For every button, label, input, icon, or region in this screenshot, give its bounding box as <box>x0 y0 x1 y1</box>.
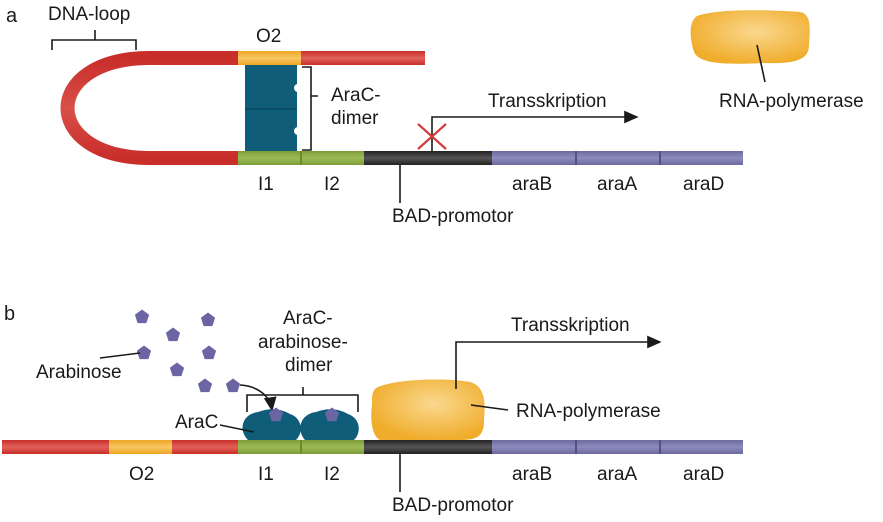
arabinose-pointer <box>99 352 141 359</box>
i2-label-b: I2 <box>324 464 340 485</box>
i2-segment <box>301 151 364 165</box>
arabinose-icon <box>200 312 216 327</box>
rna-polymerase-pointer-b <box>470 404 509 411</box>
rna-polymerase-pointer <box>756 44 766 83</box>
complex-label-1: AraC- <box>283 308 333 329</box>
bad-promotor-label: BAD-promotor <box>392 206 514 227</box>
arad-gene <box>660 151 743 165</box>
i1-segment <box>238 151 301 165</box>
i2-segment-b <box>301 440 364 454</box>
araa-gene-b <box>576 440 660 454</box>
arabinose-molecules <box>134 309 241 393</box>
i1-label: I1 <box>258 174 274 195</box>
bad-promotor-label-b: BAD-promotor <box>392 495 514 516</box>
complex-bracket <box>246 387 359 412</box>
dna-loop-bracket <box>51 30 137 50</box>
transcription-arrow <box>431 110 639 151</box>
arad-label-b: araD <box>683 464 724 485</box>
rna-polymerase-label: RNA-polymerase <box>719 91 864 112</box>
arab-label-b: araB <box>512 464 552 485</box>
bound-arabinose-icon <box>268 407 284 422</box>
complex-label-2: arabinose- <box>258 332 348 353</box>
o2-operator-segment <box>238 51 301 65</box>
arac-protein-2 <box>300 409 359 440</box>
arab-label: araB <box>512 174 552 195</box>
arabinose-icon <box>169 362 185 377</box>
arac-pointer <box>219 424 255 433</box>
arac-label: AraC <box>175 412 218 433</box>
rna-polymerase-label-b: RNA-polymerase <box>516 401 661 422</box>
dna-segment-mid <box>172 440 238 454</box>
o2-operator-segment-b <box>109 440 172 454</box>
dna-segment-left <box>2 440 109 454</box>
panel-b-label: b <box>4 303 15 325</box>
arabinose-icon <box>201 345 217 360</box>
arac-dimer-label-1: AraC- <box>331 85 381 106</box>
bad-promotor-segment-b <box>364 440 492 454</box>
arabinose-icon <box>165 327 181 342</box>
araa-gene <box>576 151 660 165</box>
i1-segment-b <box>238 440 301 454</box>
araa-label: araA <box>597 174 637 195</box>
o2-label: O2 <box>256 26 281 47</box>
araa-label-b: araA <box>597 464 637 485</box>
arabinose-icon <box>197 378 213 393</box>
block-x-icon <box>417 123 447 150</box>
dna-loop <box>60 51 238 165</box>
arabinose-icon <box>136 345 152 360</box>
arabinose-icon <box>225 378 241 393</box>
arac-dimer <box>245 65 302 151</box>
bound-arabinose-icon <box>324 407 340 422</box>
arac-protein-1 <box>242 409 301 440</box>
bad-promotor-segment <box>364 151 492 165</box>
arabinose-icon <box>134 309 150 324</box>
arad-label: araD <box>683 174 724 195</box>
binding-arrow <box>239 384 277 412</box>
rna-polymerase-free <box>690 10 810 64</box>
o2-label-b: O2 <box>129 464 154 485</box>
dna-loop-label: DNA-loop <box>48 4 130 25</box>
transcription-label: Transskription <box>488 91 607 112</box>
dna-segment-top <box>301 51 425 65</box>
rna-polymerase-bound <box>371 379 485 440</box>
transcription-label-b: Transskription <box>511 315 630 336</box>
i2-label: I2 <box>324 174 340 195</box>
panel-a-label: a <box>6 5 18 27</box>
panel-b: b Arabinose AraC- arabinose- dimer AraC <box>2 303 743 516</box>
complex-label-3: dimer <box>285 355 333 376</box>
arabinose-label: Arabinose <box>36 362 122 383</box>
arab-gene <box>492 151 576 165</box>
panel-a: a DNA-loop O2 AraC- dimer I1 <box>6 4 864 227</box>
transcription-arrow-b <box>455 335 662 389</box>
arad-gene-b <box>660 440 743 454</box>
arab-gene-b <box>492 440 576 454</box>
arac-dimer-label-2: dimer <box>331 108 379 129</box>
arac-dimer-bracket <box>302 66 318 151</box>
i1-label-b: I1 <box>258 464 274 485</box>
